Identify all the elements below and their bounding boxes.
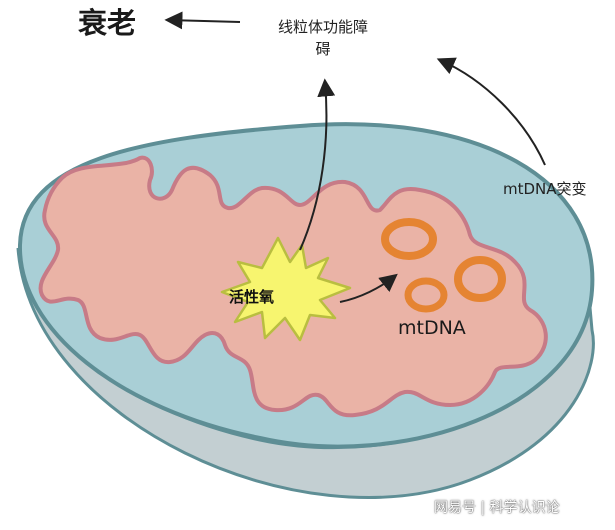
ros-label: 活性氧 <box>229 288 275 306</box>
dna-ring-icon <box>381 218 437 260</box>
mtdna-label: mtDNA <box>398 317 466 339</box>
arrow-ros-to-mtdna <box>339 273 398 303</box>
aging-label: 衰老 <box>78 6 137 40</box>
dna-ring-icon <box>454 256 506 302</box>
arrow-ros-to-dysfunction <box>299 78 336 251</box>
starburst-icon <box>220 236 352 342</box>
arrow-dysfunction-to-aging <box>164 11 241 30</box>
dna-ring-icon <box>404 277 448 313</box>
arrow-mutation-to-dysfunction <box>436 57 546 166</box>
mtdna-mutation-label: mtDNA突变 <box>503 180 587 198</box>
mito-dysfunction-label: 线粒体功能障碍 <box>277 18 368 58</box>
watermark: 网易号 | 科学认识论 <box>434 500 560 516</box>
